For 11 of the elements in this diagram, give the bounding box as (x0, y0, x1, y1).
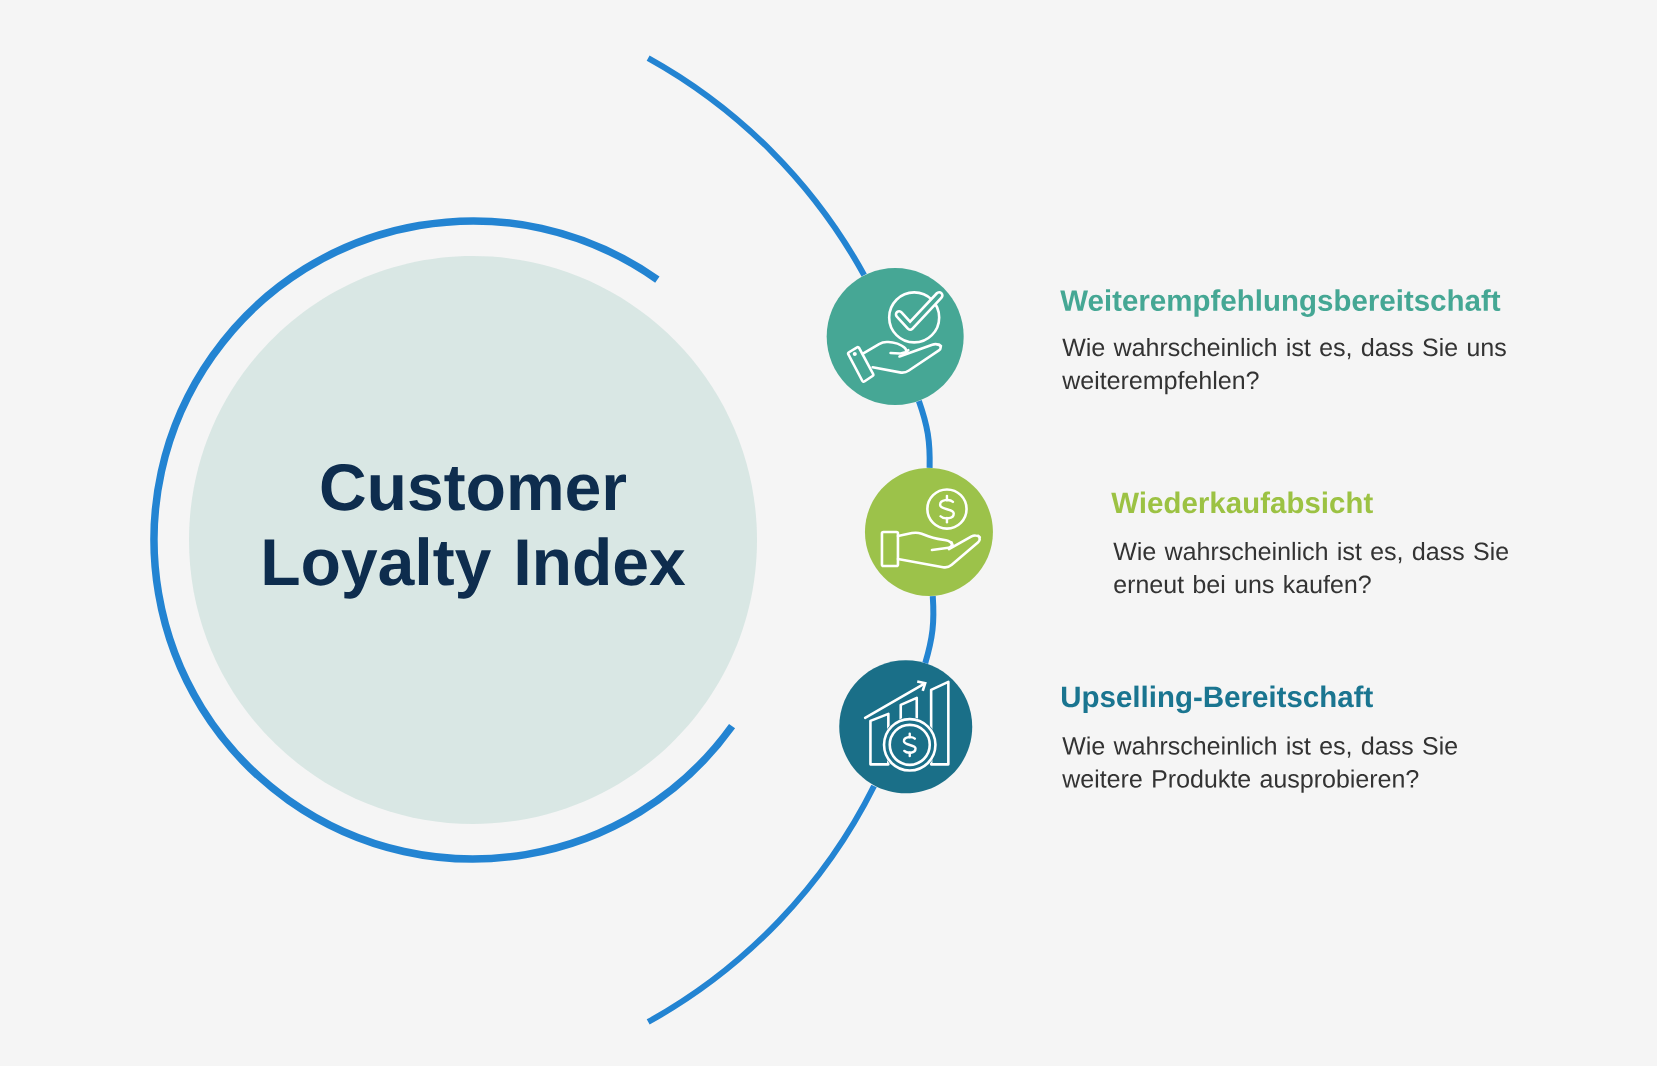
center-text: Customer Loyalty Index (264, 463, 686, 599)
description: Wie wahrscheinlich ist es, dass Sie erneut bei uns kaufen? (1113, 541, 1508, 594)
heading: Wiederkaufabsicht (1111, 491, 1373, 514)
description: Wie wahrscheinlich ist es, dass Sie uns weiterempfehlen? (1062, 337, 1506, 395)
icon-circle (826, 267, 964, 405)
arc-line (922, 595, 937, 664)
icon-circle (864, 468, 993, 597)
heading: Weiterempfehlungsbereitschaft (1060, 289, 1501, 317)
arc-line (916, 399, 933, 468)
heading: Upselling-Bereitschaft (1062, 685, 1373, 714)
description: Wie wahrscheinlich ist es, dass Sie weitere Produkte ausprobieren? (1062, 736, 1457, 793)
